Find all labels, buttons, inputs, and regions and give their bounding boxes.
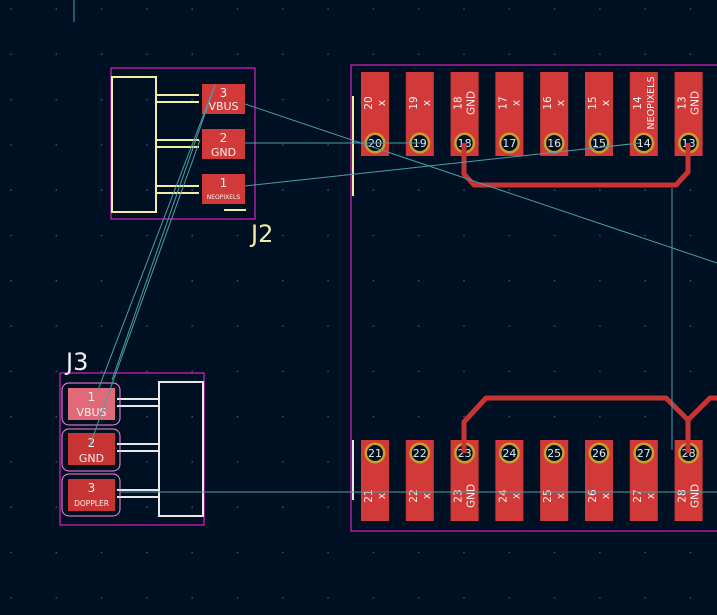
u1-bottom-drill-hole bbox=[501, 445, 518, 461]
j3-pad-2-num: 2 bbox=[88, 436, 96, 450]
j2-pad-2-num: 2 bbox=[220, 131, 228, 145]
u1-bottom-hole-label: 22 bbox=[413, 447, 427, 460]
j3-reference: J3 bbox=[64, 348, 88, 376]
u1-bottom-drill-hole bbox=[546, 445, 563, 461]
u1-courtyard bbox=[350, 64, 717, 532]
gnd-track-bottom-ext bbox=[686, 395, 717, 422]
u1-bottom-pad-label: 21x bbox=[363, 489, 388, 502]
j3-body-outline bbox=[158, 381, 204, 517]
u1-bottom-drill-hole bbox=[411, 445, 428, 461]
j2-pin-leads bbox=[156, 94, 246, 211]
u1-top-drill-hole bbox=[501, 135, 518, 151]
j3-pad-2[interactable]: 2 GND bbox=[61, 428, 121, 472]
j2-pad-3-num: 3 bbox=[220, 86, 228, 100]
footprint-j2[interactable]: 3 VBUS 2 GND 1 NEOPIXELS J2 bbox=[110, 67, 273, 248]
u1-bottom-pad-22[interactable]: 22 22x bbox=[405, 440, 434, 521]
u1-top-pad-label: 15x bbox=[587, 96, 612, 109]
j2-pad-1-num: 1 bbox=[220, 176, 228, 190]
u1-top-hole-label: 14 bbox=[637, 137, 651, 150]
u1-bottom-hole-label: 26 bbox=[592, 447, 606, 460]
j2-reference: J2 bbox=[249, 220, 273, 248]
footprint-j3[interactable]: 1 VBUS 2 GND 3 DOPPLER J3 bbox=[59, 348, 205, 526]
u1-top-pad-label: 18GND bbox=[453, 91, 478, 115]
ratsnest bbox=[73, 0, 717, 493]
u1-bottom-pad-row: 2121x2222x2323GND2424x2525x2626x2727x282… bbox=[361, 440, 703, 521]
u1-top-pad-label: 16x bbox=[542, 96, 567, 110]
u1-top-hole-label: 17 bbox=[502, 137, 516, 150]
j3-pad-1-num: 1 bbox=[88, 390, 96, 404]
j2-pad-2[interactable]: 2 GND bbox=[202, 129, 245, 159]
u1-bottom-hole-label: 28 bbox=[682, 447, 696, 460]
u1-top-pad-label: 20x bbox=[363, 96, 388, 109]
gnd-track-top bbox=[461, 143, 691, 188]
u1-bottom-hole-label: 27 bbox=[637, 447, 651, 460]
u1-bottom-pad-28[interactable]: 28 28GND bbox=[674, 440, 703, 521]
u1-bottom-pad-label: 25x bbox=[542, 489, 567, 502]
u1-top-pad-label: 13GND bbox=[677, 91, 702, 115]
u1-bottom-pad-25[interactable]: 25 25x bbox=[540, 440, 569, 521]
j2-pad-1-net: NEOPIXELS bbox=[207, 194, 241, 201]
gnd-track-bottom bbox=[461, 395, 691, 453]
u1-bottom-pad-21[interactable]: 21 21x bbox=[361, 440, 389, 521]
u1-bottom-drill-hole bbox=[591, 445, 607, 461]
u1-bottom-pad-27[interactable]: 27 27x bbox=[629, 440, 658, 521]
j2-pad-3-net: VBUS bbox=[208, 100, 238, 113]
u1-bottom-pad-label: 28GND bbox=[677, 484, 702, 508]
u1-top-drill-hole bbox=[635, 135, 652, 151]
j3-pin-leads bbox=[117, 398, 159, 498]
u1-bottom-hole-label: 23 bbox=[458, 447, 472, 460]
u1-top-pad-17[interactable]: 17 17x bbox=[495, 72, 524, 156]
u1-top-drill-hole bbox=[546, 135, 563, 151]
j2-pad-2-net: GND bbox=[211, 146, 236, 159]
u1-bottom-pad-label: 27x bbox=[632, 489, 657, 502]
u1-top-pad-16[interactable]: 16 16x bbox=[540, 72, 569, 156]
u1-bottom-hole-label: 25 bbox=[547, 447, 561, 460]
copper-tracks[interactable] bbox=[461, 143, 717, 453]
j3-pad-2-net: GND bbox=[79, 452, 104, 465]
u1-bottom-drill-hole bbox=[367, 445, 383, 461]
u1-bottom-hole-label: 21 bbox=[368, 447, 382, 460]
u1-top-pad-label: 17x bbox=[497, 96, 522, 109]
j2-pad-3[interactable]: 3 VBUS bbox=[202, 84, 245, 114]
u1-bottom-hole-label: 24 bbox=[502, 447, 516, 460]
j3-pad-3[interactable]: 3 DOPPLER bbox=[61, 473, 121, 517]
j3-pad-1[interactable]: 1 VBUS bbox=[61, 382, 121, 426]
u1-bottom-pad-label: 23GND bbox=[453, 484, 478, 508]
u1-bottom-pad-23[interactable]: 23 23GND bbox=[450, 440, 479, 521]
grid-dots bbox=[10, 8, 692, 599]
j3-pad-1-net: VBUS bbox=[76, 406, 106, 419]
j3-pad-3-net: DOPPLER bbox=[74, 499, 109, 508]
j2-pad-1[interactable]: 1 NEOPIXELS bbox=[202, 174, 245, 204]
j3-pad-3-num: 3 bbox=[88, 481, 96, 495]
u1-bottom-pad-label: 22x bbox=[408, 489, 433, 502]
u1-top-pad-label: 19x bbox=[408, 96, 433, 109]
u1-top-hole-label: 16 bbox=[547, 137, 561, 150]
u1-bottom-drill-hole bbox=[635, 445, 652, 461]
j2-body-outline bbox=[111, 76, 157, 213]
